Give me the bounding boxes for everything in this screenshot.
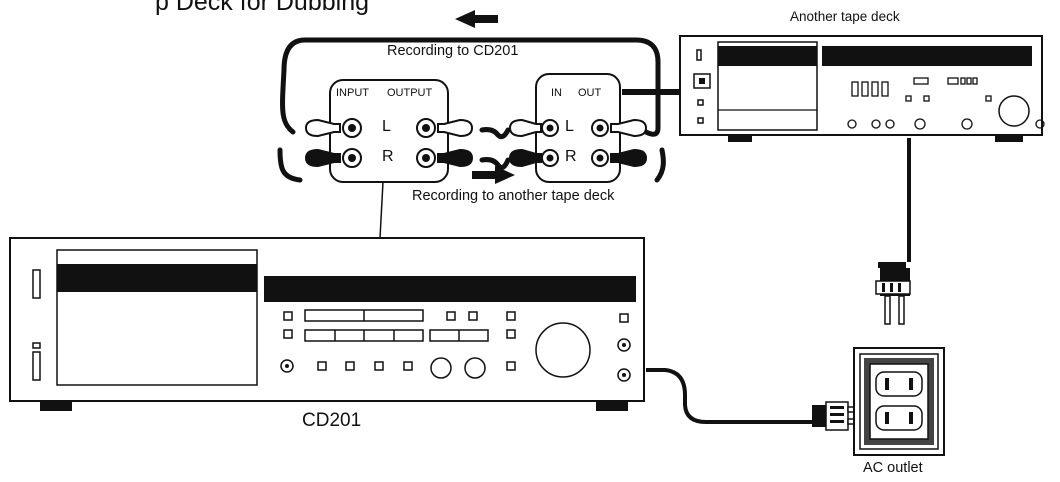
in-jack-l: [541, 119, 559, 137]
output-jack-r: [416, 148, 436, 168]
tape-deck-power-cord: [875, 138, 911, 325]
deck-right-label: R: [565, 148, 577, 165]
input-jack-label: INPUT: [336, 87, 369, 99]
cd201-right-label: R: [382, 148, 394, 165]
in-jack-r: [541, 149, 559, 167]
recording-to-cd201-label: Recording to CD201: [387, 43, 519, 59]
plug-black-icon: [610, 148, 648, 168]
out-jack-label: OUT: [578, 87, 602, 99]
cable-loop-to-cd201: [277, 37, 666, 183]
rca-plugs: [304, 118, 648, 168]
out-jack-l: [591, 119, 609, 137]
arrow-left-icon: [455, 10, 498, 28]
cd201-power-cord: [646, 368, 869, 431]
cd201-player: [9, 237, 645, 411]
heading-fragment: p Deck for Dubbing: [155, 0, 370, 16]
arrow-right-icon: [472, 166, 515, 184]
plug-black-icon: [304, 148, 341, 168]
plug-white-icon: [304, 118, 341, 138]
another-tape-deck: [679, 35, 1045, 142]
plug-black-icon: [437, 148, 474, 168]
cd201-label: CD201: [302, 410, 362, 431]
recording-to-another-label: Recording to another tape deck: [412, 188, 615, 204]
in-jack-label: IN: [551, 87, 562, 99]
plug-white-icon: [508, 118, 542, 138]
output-jack-l: [416, 118, 436, 138]
plug-white-icon: [610, 118, 648, 138]
plug-black-icon: [508, 148, 542, 168]
deck-left-label: L: [565, 118, 574, 135]
input-jack-l: [342, 118, 362, 138]
out-jack-r: [591, 149, 609, 167]
ac-outlet-label: AC outlet: [863, 460, 923, 476]
output-jack-label: OUTPUT: [387, 87, 433, 99]
cd201-left-label: L: [382, 118, 391, 135]
cable-between-jacks: [479, 127, 511, 171]
input-jack-r: [342, 148, 362, 168]
another-tape-deck-label: Another tape deck: [790, 9, 900, 24]
plug-white-icon: [437, 118, 474, 138]
tape-deck-jack-panel: [535, 73, 682, 183]
ac-outlet: [853, 347, 945, 456]
